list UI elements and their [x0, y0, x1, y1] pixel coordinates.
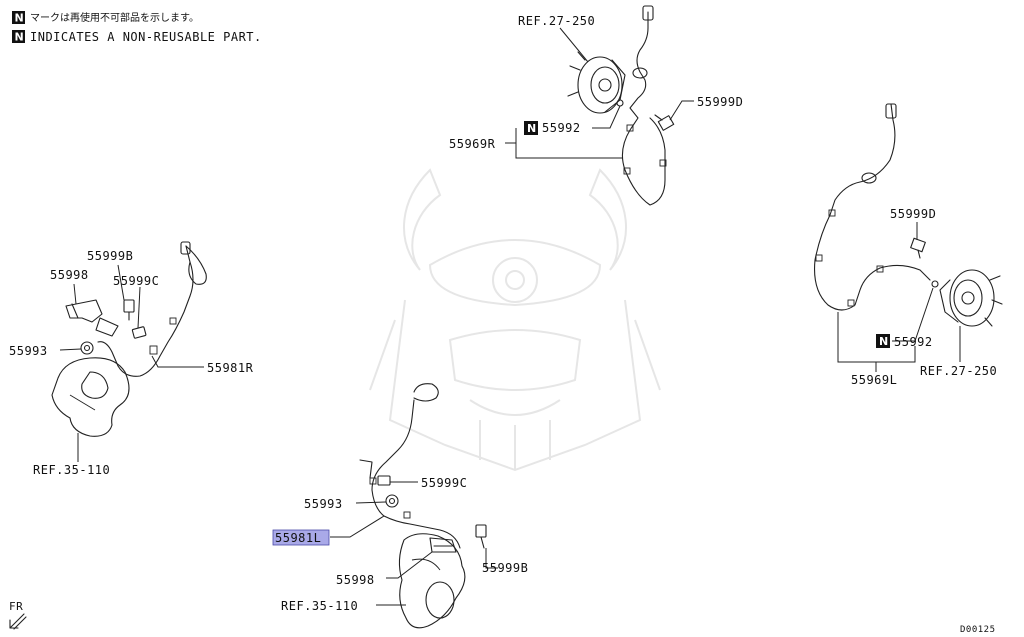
callout-55999b-bottom: 55999B — [482, 561, 528, 575]
knuckle-bottom — [398, 533, 466, 629]
leader-line — [151, 355, 204, 368]
leader-line — [330, 515, 385, 538]
svg-text:N: N — [15, 12, 24, 25]
leader-line — [592, 105, 621, 129]
leader-line — [117, 264, 125, 301]
legend: N マークは再使用不可部品を示します。 N INDICATES A NON-RE… — [12, 11, 262, 44]
bolt-55999b-bottom — [475, 524, 487, 549]
diagram-code: D00125 — [960, 625, 996, 635]
wheel-speed-sensor-cable-bottom — [359, 383, 461, 549]
callout-55993-left: 55993 — [9, 344, 48, 358]
legend-english: INDICATES A NON-REUSABLE PART. — [30, 30, 262, 44]
callout-ref-35-110-left: REF.35-110 — [33, 463, 110, 477]
leader-line — [892, 287, 934, 342]
bolt-55999b-left — [123, 299, 135, 321]
direction-arrow-icon — [9, 613, 27, 630]
non-reusable-badge — [524, 121, 538, 135]
leader-line — [485, 548, 498, 569]
non-reusable-badge — [12, 11, 25, 24]
callout-55981r: 55981R — [207, 361, 254, 375]
svg-text:N: N — [15, 31, 24, 44]
bolt-55999d-right — [910, 237, 926, 259]
wheel-speed-sensor-cable-left — [95, 241, 207, 377]
bolt-55999c-left — [131, 326, 147, 339]
leader-line — [386, 551, 433, 579]
leader-line — [73, 283, 77, 305]
callout-55999d-top: 55999D — [697, 95, 743, 109]
callout-ref-27-250-right: REF.27-250 — [920, 364, 997, 378]
bracket-55998-bottom — [429, 537, 457, 553]
bolt-55999d-top — [654, 114, 675, 131]
svg-text:N: N — [879, 335, 888, 348]
hub-assembly-right — [939, 269, 1003, 327]
bracket-55998-left — [65, 299, 103, 323]
callout-55999c-bottom: 55999C — [421, 476, 467, 490]
callout-ref-27-250-top: REF.27-250 — [518, 14, 595, 28]
callout-55992-top: 55992 — [542, 121, 581, 135]
highlighted-part-box[interactable] — [272, 529, 330, 546]
callout-55998-left: 55998 — [50, 268, 89, 282]
wheel-speed-sensor-cable-right — [813, 103, 939, 311]
leader-line — [355, 501, 387, 504]
bolt-55999c-bottom — [377, 475, 391, 486]
leader-line — [137, 286, 141, 329]
bracket-line — [515, 128, 622, 159]
callout-55992-right: 55992 — [894, 335, 933, 349]
watermark-emblem — [369, 168, 661, 472]
callout-55969r: 55969R — [449, 137, 496, 151]
callout-55993-bottom: 55993 — [304, 497, 343, 511]
non-reusable-badge — [876, 334, 890, 348]
legend-japanese: マークは再使用不可部品を示します。 — [30, 11, 199, 24]
non-reusable-badge — [12, 30, 25, 43]
bolt-55993-bottom — [385, 494, 399, 508]
leader-line — [669, 100, 694, 121]
knuckle-left — [51, 357, 130, 437]
hub-assembly-top — [567, 51, 626, 114]
callout-55969l: 55969L — [851, 373, 897, 387]
callout-55998-bottom: 55998 — [336, 573, 375, 587]
bolt-55993-left — [80, 341, 94, 355]
callout-55999c-left: 55999C — [113, 274, 159, 288]
callout-55981l[interactable]: 55981L — [275, 531, 321, 545]
svg-text:N: N — [527, 122, 536, 135]
callout-ref-35-110-bottom: REF.35-110 — [281, 599, 358, 613]
wheel-speed-sensor-cable-top — [616, 5, 667, 206]
leader-line — [559, 27, 589, 63]
direction-label: FR — [9, 600, 23, 613]
callout-55999d-right: 55999D — [890, 207, 936, 221]
callout-55999b-left: 55999B — [87, 249, 133, 263]
leader-line — [59, 348, 82, 351]
